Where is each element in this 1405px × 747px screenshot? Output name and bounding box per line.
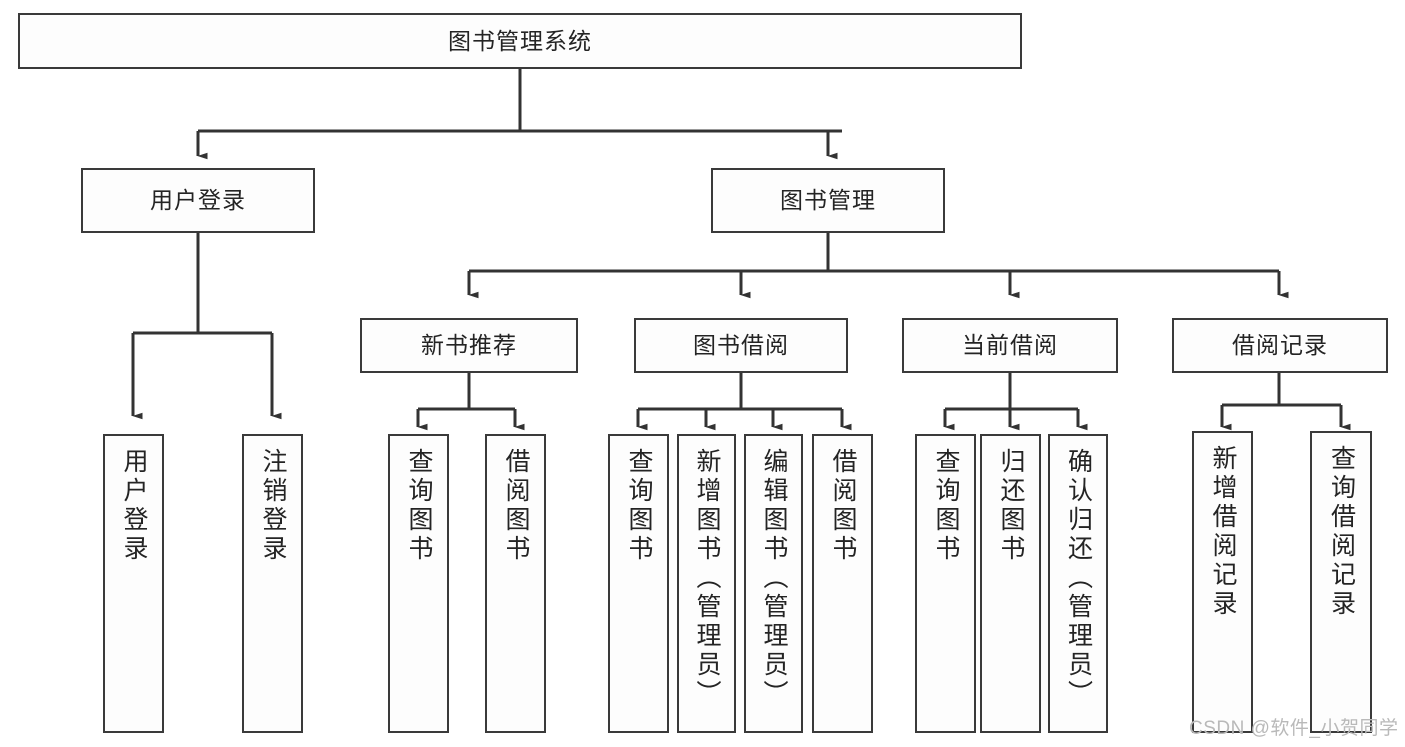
node-label: 查询图书 <box>405 448 433 564</box>
node-leaf-return-book[interactable]: 归还图书 <box>980 434 1041 733</box>
node-label: 用户登录 <box>120 448 148 564</box>
node-book-borrow[interactable]: 图书借阅 <box>634 318 848 373</box>
node-leaf-query-borrow-record[interactable]: 查询借阅记录 <box>1310 431 1372 733</box>
node-label: 借阅图书 <box>829 448 857 564</box>
node-label: 注销登录 <box>259 448 287 564</box>
node-book-management[interactable]: 图书管理 <box>711 168 945 233</box>
node-label: 图书管理系统 <box>448 27 592 54</box>
node-label: 借阅图书 <box>502 448 530 564</box>
node-label: 归还图书 <box>997 448 1025 564</box>
node-leaf-add-borrow-record[interactable]: 新增借阅记录 <box>1192 431 1253 733</box>
node-label: 图书借阅 <box>693 332 789 359</box>
node-label: 查询图书 <box>625 448 653 564</box>
node-new-book-recommend[interactable]: 新书推荐 <box>360 318 578 373</box>
node-label: 新增图书（管理员） <box>693 448 721 709</box>
node-label: 新书推荐 <box>421 332 517 359</box>
node-borrow-record[interactable]: 借阅记录 <box>1172 318 1388 373</box>
node-label: 编辑图书（管理员） <box>760 448 788 709</box>
node-current-borrow[interactable]: 当前借阅 <box>902 318 1118 373</box>
node-label: 当前借阅 <box>962 332 1058 359</box>
node-leaf-borrow-book[interactable]: 借阅图书 <box>812 434 873 733</box>
node-label: 新增借阅记录 <box>1209 445 1237 619</box>
node-leaf-query-book-current[interactable]: 查询图书 <box>915 434 976 733</box>
node-leaf-query-book-borrow[interactable]: 查询图书 <box>608 434 669 733</box>
node-label: 查询图书 <box>932 448 960 564</box>
node-leaf-add-book-admin[interactable]: 新增图书（管理员） <box>677 434 736 733</box>
node-root-system[interactable]: 图书管理系统 <box>18 13 1022 69</box>
node-label: 图书管理 <box>780 187 876 214</box>
node-label: 查询借阅记录 <box>1327 445 1356 619</box>
node-leaf-logout[interactable]: 注销登录 <box>242 434 303 733</box>
node-label: 用户登录 <box>150 187 246 214</box>
node-leaf-user-login[interactable]: 用户登录 <box>103 434 164 733</box>
node-leaf-confirm-return-admin[interactable]: 确认归还（管理员） <box>1048 434 1108 733</box>
node-label: 确认归还（管理员） <box>1064 448 1093 709</box>
node-user-login[interactable]: 用户登录 <box>81 168 315 233</box>
node-label: 借阅记录 <box>1232 332 1328 359</box>
node-leaf-edit-book-admin[interactable]: 编辑图书（管理员） <box>744 434 803 733</box>
node-leaf-borrow-book-recommend[interactable]: 借阅图书 <box>485 434 546 733</box>
node-leaf-query-book-recommend[interactable]: 查询图书 <box>388 434 449 733</box>
